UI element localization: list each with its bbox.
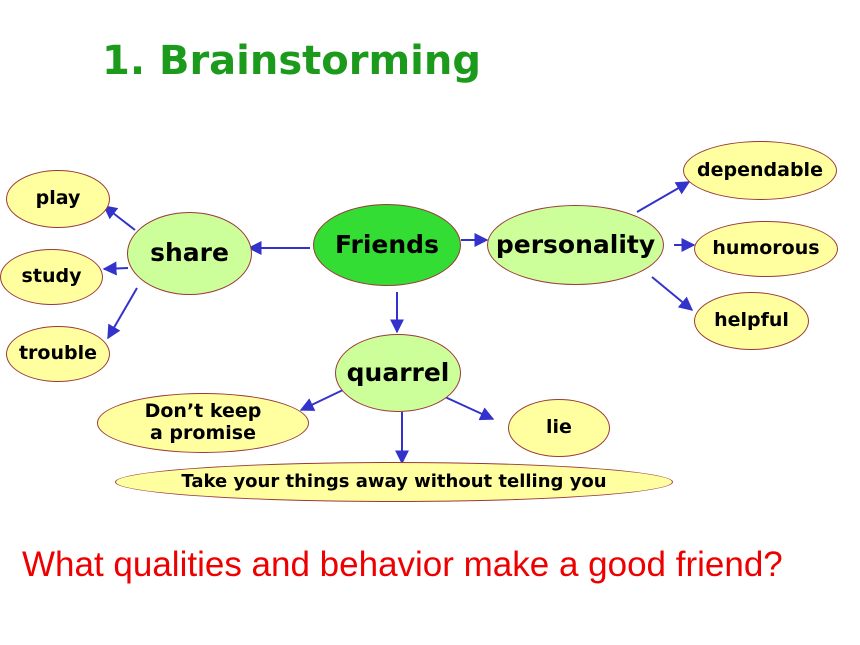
- node-play: play: [6, 170, 110, 228]
- arrow-personality-helpful: [651, 276, 694, 311]
- node-lie: lie: [508, 399, 610, 457]
- node-personality: personality: [487, 205, 664, 285]
- node-humorous: humorous: [694, 221, 838, 277]
- node-trouble: trouble: [6, 326, 110, 382]
- node-friends: Friends: [313, 204, 461, 286]
- node-helpful: helpful: [694, 292, 809, 350]
- node-share: share: [127, 212, 252, 295]
- arrow-share-play: [102, 205, 136, 231]
- arrow-personality-dependable: [636, 181, 691, 213]
- page-title: 1. Brainstorming: [102, 38, 481, 84]
- node-study: study: [0, 249, 103, 305]
- question-text: What qualities and behavior make a good …: [22, 545, 783, 584]
- node-take-things: Take your things away without telling yo…: [115, 462, 673, 502]
- arrow-share-study: [102, 261, 129, 276]
- node-dependable: dependable: [683, 141, 837, 200]
- arrow-share-trouble: [107, 287, 138, 340]
- arrow-quarrel-lie: [444, 396, 495, 421]
- node-quarrel: quarrel: [335, 334, 461, 412]
- node-dont-keep-promise: Don’t keep a promise: [97, 393, 309, 453]
- arrow-quarrel-promise: [299, 388, 346, 411]
